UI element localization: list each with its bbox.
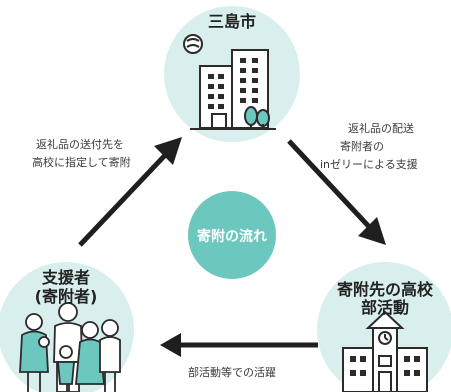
family-icon bbox=[19, 302, 121, 392]
school-node-title-line2: 部活動 bbox=[360, 298, 409, 317]
arrow-city-to-school bbox=[287, 139, 386, 245]
edge-city-to-school-line3: inゼリーによる支援 bbox=[320, 158, 418, 171]
school-node-title-line1: 寄附先の高校 bbox=[336, 280, 433, 299]
city-node-title: 三島市 bbox=[207, 12, 256, 31]
edge-city-to-school-line2: 寄附者の bbox=[340, 140, 384, 153]
edge-city-to-school-line1: 返礼品の配送 bbox=[348, 122, 414, 135]
arrow-school-to-supporters bbox=[160, 333, 318, 357]
school-building-icon bbox=[342, 310, 428, 392]
city-hall-icon bbox=[183, 34, 276, 130]
center-label: 寄附の流れ bbox=[197, 229, 267, 245]
edge-supporters-to-city-line2: 高校に指定して寄附 bbox=[32, 156, 131, 169]
supporters-node-title-line1: 支援者 bbox=[41, 268, 90, 287]
arrow-supporters-to-city bbox=[78, 137, 182, 247]
edge-supporters-to-city-line1: 返礼品の送付先を bbox=[36, 138, 124, 151]
supporters-node-title-line2: (寄附者) bbox=[34, 287, 98, 306]
center-node-circle bbox=[188, 191, 276, 279]
edge-school-to-supporters-line1: 部活動等での活躍 bbox=[188, 366, 276, 379]
